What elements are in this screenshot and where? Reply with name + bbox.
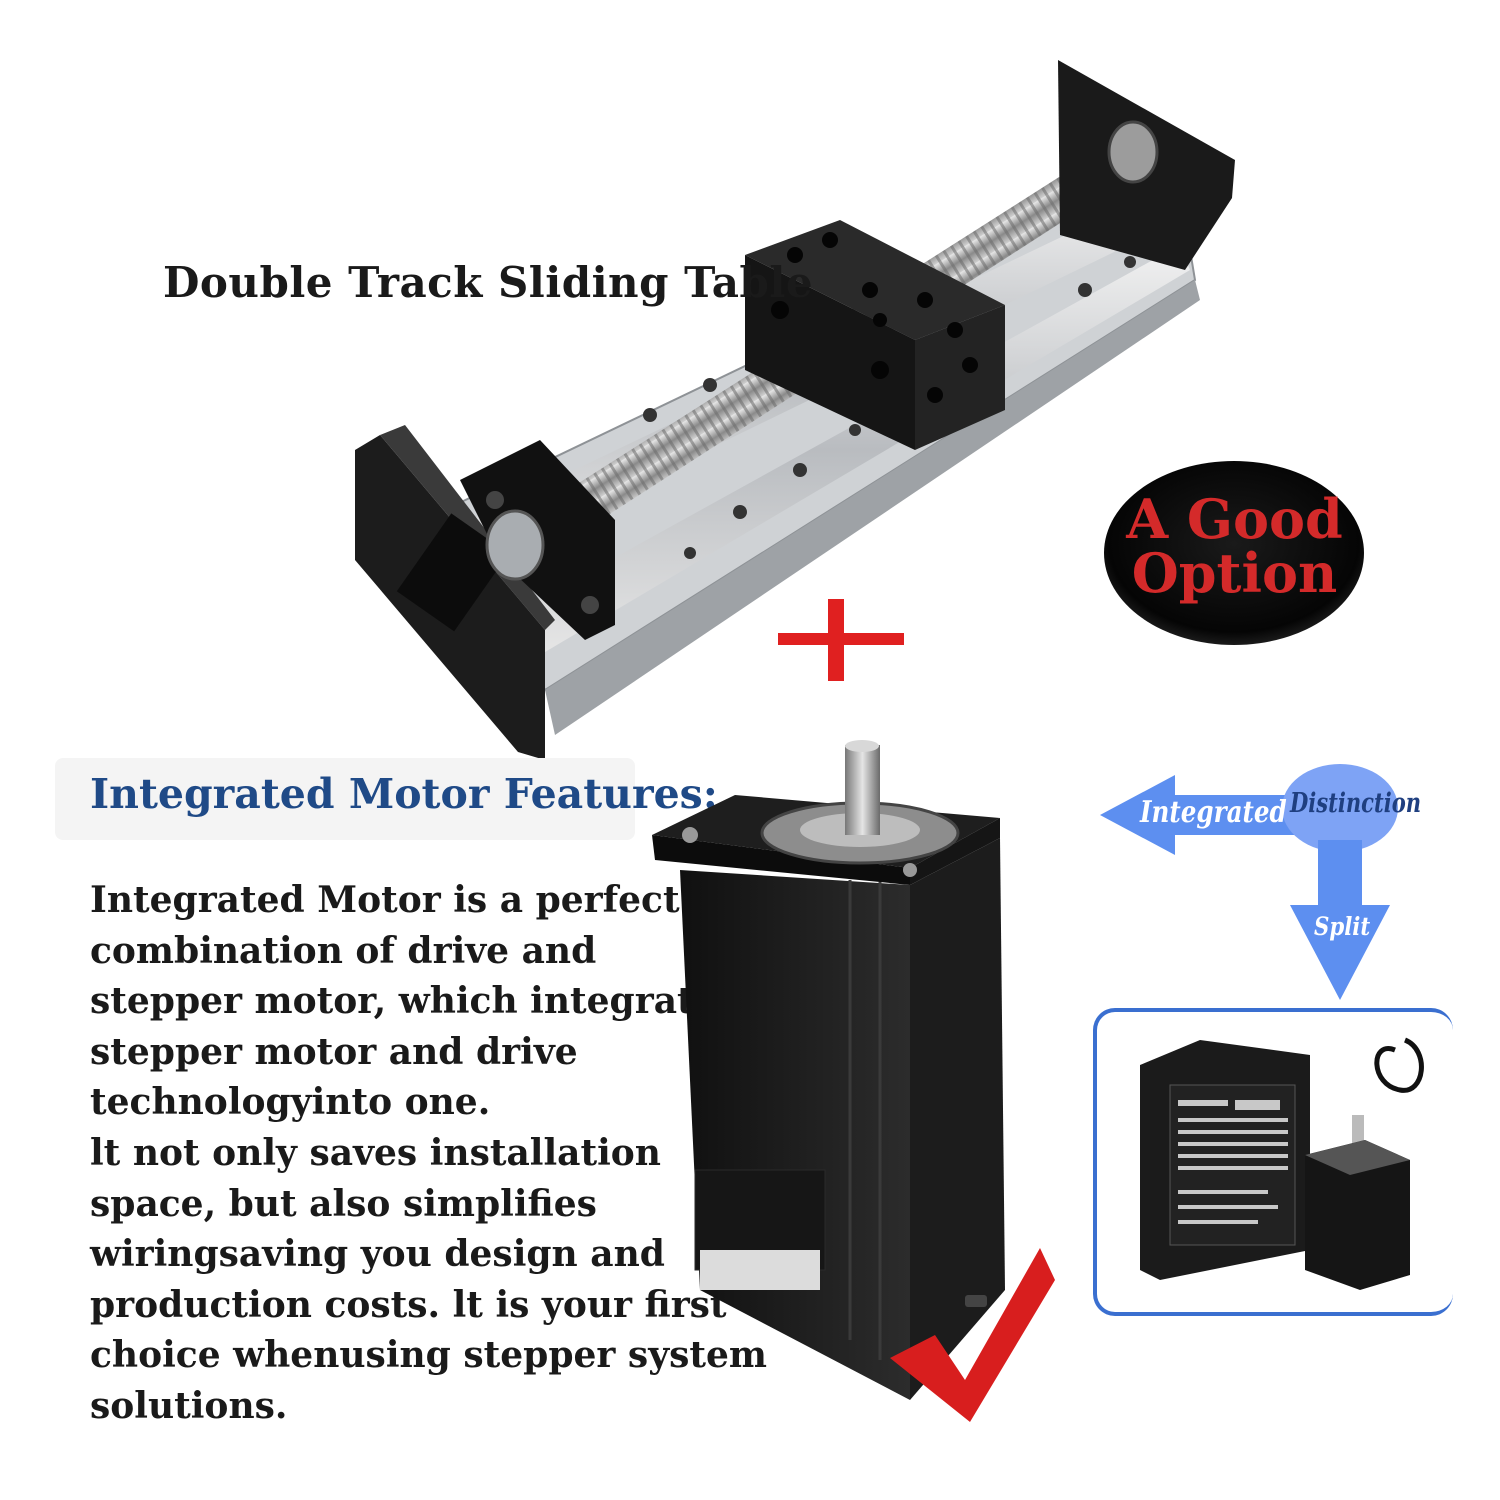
description-line: space, but also simplifies [90, 1182, 597, 1225]
distinction-label: Distinction [1290, 788, 1422, 819]
integrated-motor-image [652, 740, 1005, 1400]
good-option-line2: Option [1131, 541, 1338, 605]
split-system-box [1093, 1008, 1453, 1316]
description-line: stepper motor, which integrates [90, 980, 737, 1023]
split-label: Split [1314, 912, 1371, 941]
description-line: technologyinto one. [90, 1081, 491, 1124]
sliding-table-image [355, 60, 1235, 760]
arrow-left-icon [1100, 775, 1300, 855]
features-description: Integrated Motor is a perfect combinatio… [90, 875, 768, 1432]
description-line: stepper motor and drive [90, 1030, 578, 1073]
arrow-down-icon [1290, 905, 1390, 1000]
plus-icon [778, 599, 904, 681]
description-line: production costs. lt is your first [90, 1283, 727, 1326]
features-heading: Integrated Motor Features: [90, 770, 718, 818]
integrated-label: Integrated [1140, 795, 1287, 830]
description-line: Integrated Motor is a perfect [90, 879, 680, 921]
description-line: combination of drive and [90, 929, 597, 972]
product-title: Double Track Sliding Table [163, 258, 814, 307]
good-option-label: A Good Option [1102, 492, 1367, 600]
description-line: solutions. [90, 1384, 288, 1427]
distinction-diagram [1100, 764, 1398, 1000]
good-option-badge [1104, 461, 1364, 645]
checkmark-icon [890, 1248, 1055, 1422]
description-line: wiringsaving you design and [90, 1233, 665, 1276]
features-heading-box [55, 758, 635, 840]
split-driver-motor-image [1140, 1037, 1424, 1290]
description-line: choice whenusing stepper system [90, 1334, 768, 1377]
description-line: lt not only saves installation [90, 1131, 661, 1174]
good-option-line1: A Good [1126, 487, 1343, 551]
